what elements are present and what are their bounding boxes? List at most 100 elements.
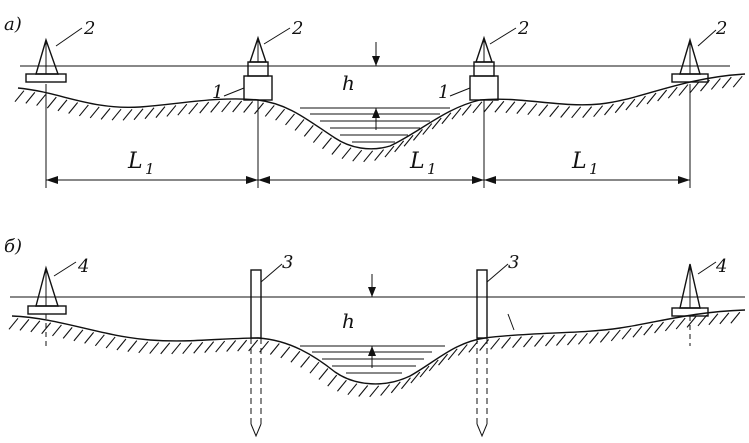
hatch-stroke	[327, 374, 338, 387]
hatch-stroke	[243, 101, 254, 113]
hatch-stroke	[221, 100, 232, 113]
panel-b-depth-label: h	[342, 309, 355, 333]
tick-mark	[507, 313, 515, 331]
hatch-stroke	[226, 340, 237, 352]
hatch-stroke	[94, 334, 105, 347]
hatch-stroke	[116, 338, 127, 351]
hatch-stroke	[138, 341, 149, 354]
hatch-stroke	[171, 342, 182, 355]
arrow-head	[368, 287, 376, 297]
hatch-stroke	[41, 322, 52, 335]
hatch-stroke	[545, 334, 555, 347]
hatch-stroke	[675, 317, 686, 330]
hatch-stroke	[177, 103, 188, 116]
panel-b-pyramid-right: 4	[671, 256, 727, 346]
hatch-stroke	[664, 319, 675, 332]
hatch-stroke	[501, 337, 511, 349]
hatch-stroke	[300, 356, 311, 368]
hatch-stroke	[352, 149, 363, 162]
hatch-stroke	[447, 348, 458, 361]
hatch-stroke	[19, 319, 30, 331]
mast-label: 1	[212, 82, 223, 103]
hatch-stroke	[468, 340, 479, 353]
hatch-stroke	[318, 368, 329, 380]
hatch-stroke	[394, 140, 405, 153]
dimension-letter: L	[409, 149, 425, 174]
panel-a-mast-left: 2 1	[212, 18, 303, 103]
hatch-stroke	[363, 150, 374, 163]
pyramid-label: 2	[715, 18, 727, 39]
hatch-stroke	[643, 323, 654, 336]
hatch-stroke	[280, 346, 291, 359]
hatch-stroke	[721, 76, 732, 89]
hatch-stroke	[84, 332, 95, 344]
hatch-stroke	[632, 325, 643, 338]
hatch-stroke	[149, 342, 160, 354]
panel-a-depth-label: h	[342, 71, 355, 95]
hatch-stroke	[52, 324, 62, 337]
hatch-stroke	[25, 92, 36, 104]
hatch-stroke	[322, 137, 332, 150]
hatch-stroke	[100, 108, 111, 120]
hatch-stroke	[369, 385, 380, 398]
mast-label: 1	[438, 82, 449, 103]
hatch-stroke	[567, 333, 577, 346]
pyramid-label: 4	[715, 256, 727, 277]
pyramid-label: 2	[291, 18, 303, 39]
hatch-stroke	[556, 334, 566, 346]
hatch-stroke	[358, 385, 369, 397]
hatch-stroke	[309, 361, 320, 374]
hatch-stroke	[111, 108, 122, 121]
hatch-stroke	[678, 84, 689, 96]
hatch-stroke	[431, 117, 442, 130]
arrow-head	[372, 108, 380, 118]
dimension-subscript: 1	[589, 160, 599, 178]
hatch-stroke	[204, 341, 215, 353]
hatch-stroke	[374, 149, 385, 161]
hatch-stroke	[610, 329, 621, 342]
hatch-stroke	[210, 101, 221, 113]
hatch-stroke	[441, 112, 452, 125]
hatch-stroke	[730, 311, 741, 324]
hatch-stroke	[490, 337, 501, 350]
dimension-letter: L	[127, 149, 143, 174]
arrow-head	[372, 56, 380, 66]
hatch-stroke	[166, 105, 177, 117]
pyramid-label: 2	[517, 18, 529, 39]
hatch-stroke	[593, 105, 604, 118]
hatch-stroke	[122, 108, 133, 121]
hatch-stroke	[68, 102, 79, 114]
hatch-stroke	[401, 377, 411, 390]
hatch-stroke	[237, 339, 248, 352]
panel-a-ground-hatching	[14, 75, 743, 163]
hatch-stroke	[155, 106, 166, 118]
pyramid-label: 4	[77, 256, 89, 277]
hatch-stroke	[604, 103, 614, 116]
hatch-stroke	[160, 342, 171, 355]
hatch-stroke	[193, 341, 204, 354]
hatch-stroke	[461, 104, 472, 116]
hatch-stroke	[390, 381, 401, 394]
hatch-stroke	[232, 100, 243, 113]
hatch-stroke	[144, 107, 155, 120]
hatch-stroke	[290, 350, 301, 363]
dimension-letter: L	[571, 149, 587, 174]
hatch-stroke	[254, 102, 264, 115]
dimension-label-1: L 1	[127, 149, 155, 178]
pole-label: 3	[282, 252, 293, 273]
panel-b-depth-marker: h	[342, 274, 376, 368]
hatch-stroke	[30, 320, 41, 333]
hatch-stroke	[133, 108, 144, 121]
hatch-stroke	[657, 89, 668, 102]
hatch-stroke	[710, 78, 721, 90]
hatch-stroke	[571, 106, 582, 119]
hatch-stroke	[512, 336, 522, 348]
hatch-stroke	[599, 331, 610, 343]
hatch-stroke	[275, 108, 286, 121]
hatch-stroke	[347, 383, 358, 396]
hatch-stroke	[719, 312, 730, 325]
hatch-stroke	[57, 99, 68, 112]
hatch-stroke	[312, 131, 323, 143]
